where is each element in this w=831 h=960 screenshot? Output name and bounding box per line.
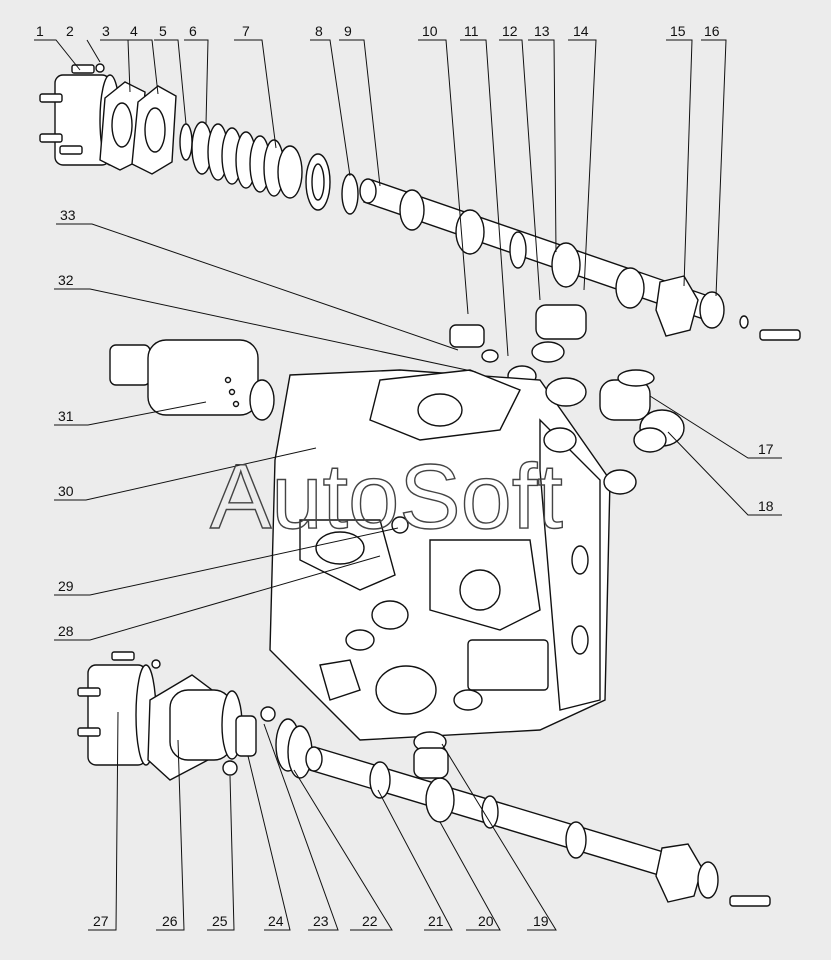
right-fittings [599, 369, 685, 495]
label-14: 14 [573, 23, 589, 39]
top-spool [359, 178, 801, 341]
label-32: 32 [58, 272, 74, 288]
label-19: 19 [533, 913, 549, 929]
leader-lines [34, 39, 782, 931]
label-3: 3 [102, 23, 110, 39]
label-21: 21 [428, 913, 444, 929]
valve-body [269, 369, 611, 741]
label-26: 26 [162, 913, 178, 929]
label-12: 12 [502, 23, 518, 39]
label-24: 24 [268, 913, 284, 929]
label-11: 11 [464, 23, 479, 39]
label-29: 29 [58, 578, 74, 594]
label-4: 4 [130, 23, 138, 39]
label-25: 25 [212, 913, 228, 929]
part-number-labels: 1 2 3 4 5 6 7 8 9 10 11 12 13 14 15 16 3… [36, 23, 774, 929]
label-18: 18 [758, 498, 774, 514]
label-5: 5 [159, 23, 167, 39]
label-1: 1 [36, 23, 44, 39]
label-15: 15 [670, 23, 686, 39]
label-33: 33 [60, 207, 76, 223]
label-10: 10 [422, 23, 438, 39]
bottom-spool [222, 706, 771, 907]
cartridge-31 [109, 339, 275, 421]
label-13: 13 [534, 23, 550, 39]
label-28: 28 [58, 623, 74, 639]
label-9: 9 [344, 23, 352, 39]
label-20: 20 [478, 913, 494, 929]
label-6: 6 [189, 23, 197, 39]
label-2: 2 [66, 23, 74, 39]
gasket-4 [131, 85, 177, 175]
label-17: 17 [758, 441, 774, 457]
watermark-text: AutoSoft [210, 446, 563, 548]
label-27: 27 [93, 913, 109, 929]
label-23: 23 [313, 913, 329, 929]
label-31: 31 [58, 408, 74, 424]
bottom-cover-assembly [77, 651, 243, 781]
label-22: 22 [362, 913, 378, 929]
label-7: 7 [242, 23, 250, 39]
label-8: 8 [315, 23, 323, 39]
spring-assembly-top [179, 121, 359, 215]
label-30: 30 [58, 483, 74, 499]
label-16: 16 [704, 23, 720, 39]
